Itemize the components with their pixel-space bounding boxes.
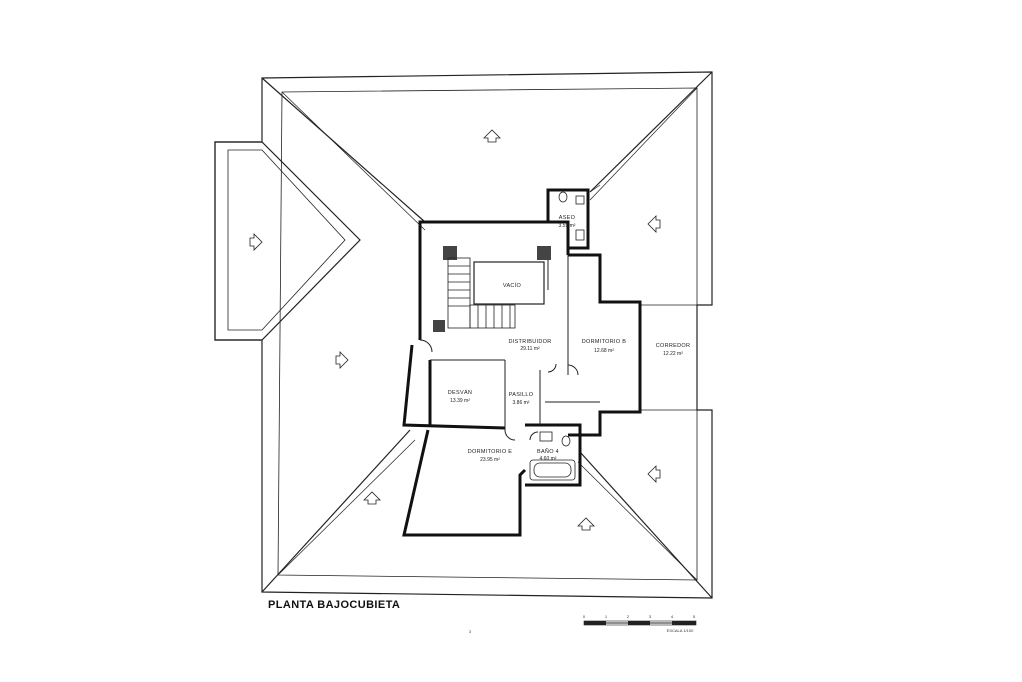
toilet-icon	[561, 435, 571, 447]
page-number: 3	[469, 629, 472, 634]
slope-arrow-icon	[483, 129, 501, 143]
room-name-aseo: ASEO	[559, 215, 576, 221]
room-name-dormitorio-e: DORMITORIO E	[468, 449, 512, 455]
room-name-vacio: VACÍO	[503, 282, 522, 289]
room-area-dormitorio-b: 12.68 m²	[594, 348, 614, 354]
sink-icon	[575, 195, 585, 205]
slope-arrow-icon	[249, 233, 263, 251]
plan-title: PLANTA BAJOCUBIETA	[268, 599, 400, 611]
slope-arrow-icon	[647, 465, 661, 483]
toilet-icon	[558, 191, 568, 203]
slope-arrow-icon	[363, 491, 381, 505]
room-name-distribuidor: DISTRIBUIDOR	[508, 339, 551, 345]
stair-icon	[447, 257, 545, 329]
columns	[433, 246, 551, 332]
scale-tick-2: 2	[627, 614, 630, 619]
roof-outline	[214, 71, 713, 599]
room-area-corredor: 12.22 m²	[663, 351, 683, 357]
room-area-bano: 4.60 m²	[540, 456, 557, 462]
room-labels: ASEO 3.59 m² VACÍO DISTRIBUIDOR 29.11 m²…	[448, 215, 690, 463]
interior-walls	[402, 188, 642, 537]
room-area-distribuidor: 29.11 m²	[520, 346, 540, 352]
slope-arrow-icon	[335, 351, 349, 369]
room-area-dormitorio-e: 23.95 m²	[480, 457, 500, 463]
room-area-pasillo: 3.86 m²	[513, 400, 530, 406]
sink-icon	[575, 229, 585, 241]
room-name-corredor: CORREDOR	[656, 343, 690, 349]
scale-tick-3: 3	[649, 614, 652, 619]
room-name-dormitorio-b: DORMITORIO B	[582, 339, 626, 345]
slope-arrows	[249, 129, 661, 531]
scale-bar: 0 1 2 3 4 5 ESCALA 1/100	[583, 614, 697, 633]
interior-walls-thin	[419, 250, 600, 441]
fixtures	[529, 191, 585, 481]
room-name-bano: BAÑO 4	[537, 448, 559, 455]
room-name-desvan: DESVÁN	[448, 389, 472, 396]
slope-arrow-icon	[647, 215, 661, 233]
slope-arrow-icon	[577, 517, 595, 531]
scale-tick-4: 4	[671, 614, 674, 619]
scale-tick-5: 5	[693, 614, 696, 619]
sink-icon	[539, 431, 553, 442]
room-area-aseo: 3.59 m²	[559, 223, 576, 229]
room-name-pasillo: PASILLO	[509, 392, 534, 398]
scale-tick-1: 1	[605, 614, 608, 619]
scale-tick-0: 0	[583, 614, 586, 619]
scale-label: ESCALA 1/100	[667, 628, 694, 633]
room-area-desvan: 13.39 m²	[450, 398, 470, 404]
